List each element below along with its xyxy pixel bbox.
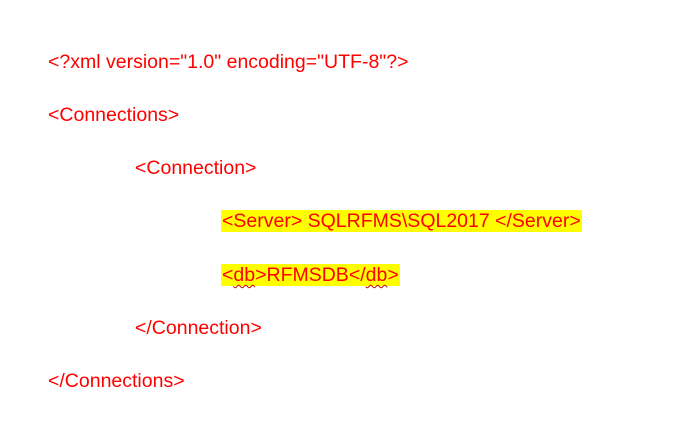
connections-open-line: <Connections> — [48, 104, 180, 126]
db-open-tag-spellcheck: db — [233, 264, 256, 286]
db-open-lt: < — [222, 264, 234, 286]
db-line: <db>RFMSDB</db> — [221, 263, 400, 287]
connections-close-line: </Connections> — [48, 370, 185, 392]
db-highlighted-text: <db>RFMSDB</db> — [221, 264, 400, 286]
connection-close-line: </Connection> — [135, 317, 262, 339]
db-close-tag-spellcheck: db — [365, 264, 388, 286]
xml-declaration-line: <?xml version="1.0" encoding="UTF-8"?> — [48, 51, 409, 73]
connection-open-line: <Connection> — [135, 157, 257, 179]
server-line: <Server> SQLRFMS\SQL2017 </Server> — [221, 209, 582, 233]
db-value: RFMSDB — [266, 264, 349, 286]
db-open-gt: > — [255, 264, 267, 286]
db-close-lt: </ — [348, 264, 366, 286]
server-highlighted-text: <Server> SQLRFMS\SQL2017 </Server> — [221, 210, 582, 232]
db-close-gt: > — [387, 264, 399, 286]
